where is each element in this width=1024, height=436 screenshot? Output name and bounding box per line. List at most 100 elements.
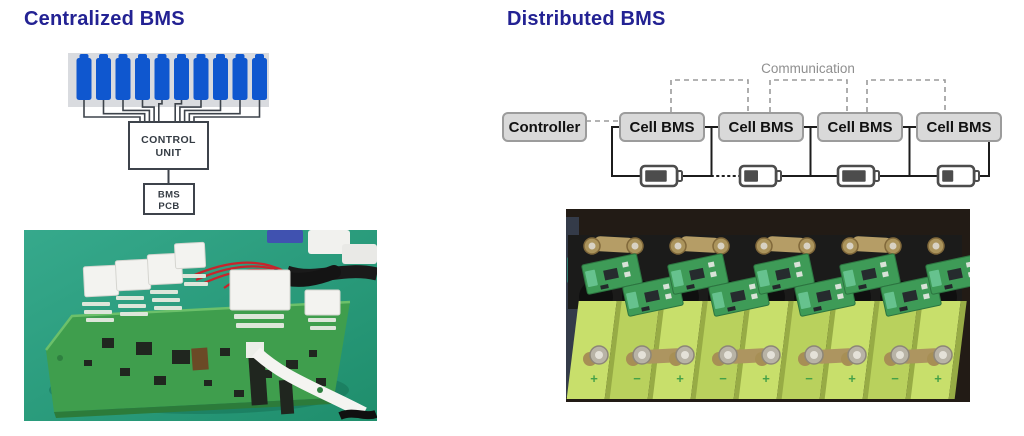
pcb-component (686, 284, 695, 290)
terminal-top-nut (846, 242, 854, 250)
prismatic-cells (566, 301, 967, 399)
battery-cell (76, 58, 92, 100)
pin-array-rows (82, 274, 336, 330)
polarity-mark: − (633, 371, 641, 386)
terminal-top-nut (588, 242, 596, 250)
pcb-terminal-block (929, 269, 942, 288)
centralized-bms-photo (24, 230, 377, 421)
battery-cell (252, 58, 267, 100)
pcb-chip (816, 289, 832, 303)
pcb-component (858, 284, 867, 290)
pcb-chip (775, 267, 791, 281)
bms-pcb-label-line1: BMS (158, 190, 180, 201)
pcb-pad (795, 271, 803, 278)
control-unit-label-line2: UNIT (155, 147, 181, 159)
terminal-top-nut (760, 242, 768, 250)
busbar-top (593, 236, 635, 253)
pcb-pad (881, 271, 889, 278)
white-ribbon-cable (251, 347, 367, 419)
terminal-bottom-nut (896, 351, 904, 359)
terminal-top-nut (803, 242, 811, 250)
sense-wire (158, 100, 163, 122)
battery-cell (174, 58, 189, 100)
pcb-chip (861, 267, 877, 281)
pcb-component (600, 284, 609, 290)
pcb-chip (603, 267, 619, 281)
white-connector (308, 230, 350, 254)
cell-bms-box (718, 112, 804, 142)
polarity-mark: − (805, 371, 813, 386)
pcb-component (727, 306, 736, 312)
pcb-chip (947, 267, 963, 281)
battery-cells-row (76, 54, 267, 100)
distributed-title: Distributed BMS (507, 8, 666, 30)
ic-chips (84, 338, 326, 415)
battery-icon-charge-level (744, 170, 758, 182)
polarity-mark: + (848, 371, 856, 386)
cell-bms-label: Cell BMS (629, 119, 694, 136)
cell-bms-box (619, 112, 705, 142)
polarity-mark: + (676, 371, 684, 386)
battery-icon-terminal (873, 170, 880, 182)
pcb-component (772, 284, 781, 290)
pcb-component (899, 306, 908, 312)
prismatic-cell-side (604, 301, 623, 399)
terminal-bottom-nut (681, 351, 689, 359)
pcb-terminal-block (585, 269, 598, 288)
prismatic-cell-side (690, 301, 709, 399)
pcb-terminal-block (757, 269, 770, 288)
polarity-marks: +−+−+−+−+ (590, 371, 942, 386)
controller-box (502, 112, 587, 142)
terminal-bottom-nut (767, 351, 775, 359)
pcb-pad (662, 283, 670, 290)
prismatic-cell-side (948, 301, 967, 399)
polarity-mark: − (719, 371, 727, 386)
bms-pcb-label-line2: PCB (158, 201, 179, 212)
pcb-component (944, 284, 953, 290)
pcb-terminal-block (626, 291, 639, 310)
polarity-mark: + (762, 371, 770, 386)
pcb-pad (879, 261, 887, 268)
battery-icon-charge-level (942, 170, 954, 182)
mounting-hole (317, 387, 323, 393)
sense-wire (193, 100, 261, 122)
blue-component (267, 230, 303, 243)
sense-wire (102, 100, 146, 122)
communication-label: Communication (761, 61, 855, 76)
cell-bms-label: Cell BMS (926, 119, 991, 136)
pcb-terminal-block (712, 291, 725, 310)
polarity-mark: − (891, 371, 899, 386)
terminal-top-nut (674, 242, 682, 250)
pcb-pad (920, 283, 928, 290)
mounting-hole (57, 355, 63, 361)
battery-cell (193, 58, 209, 100)
pcb-pad (834, 283, 842, 290)
pcb-pad (965, 261, 970, 268)
battery-icon-terminal (775, 170, 782, 182)
terminal-bottom-nut (939, 351, 947, 359)
battery-cell (115, 58, 131, 100)
busbar-top (679, 236, 721, 253)
pcb-chip (689, 267, 705, 281)
pcb-pad (836, 293, 844, 300)
sense-wire (122, 100, 151, 122)
white-connector (342, 244, 377, 264)
battery-icon-terminal (676, 170, 683, 182)
pcb-component (813, 306, 822, 312)
battery-icon-terminal (973, 170, 980, 182)
pcb-component (641, 306, 650, 312)
polarity-mark: + (590, 371, 598, 386)
centralized-bms-diagram: CONTROL UNIT BMS PCB (68, 53, 269, 215)
pcb-terminal-block (671, 269, 684, 288)
pcb-pad (623, 271, 631, 278)
bms-pcb-box (143, 183, 195, 215)
pcb-pad (664, 293, 672, 300)
brown-component (191, 347, 209, 371)
cell-bms-label: Cell BMS (728, 119, 793, 136)
white-header-connectors (82, 241, 341, 316)
sense-wire (188, 100, 241, 122)
terminal-bottom-nut (724, 351, 732, 359)
centralized-title: Centralized BMS (24, 8, 185, 30)
battery-cell (135, 58, 150, 100)
power-circuit-lines (611, 126, 1001, 177)
